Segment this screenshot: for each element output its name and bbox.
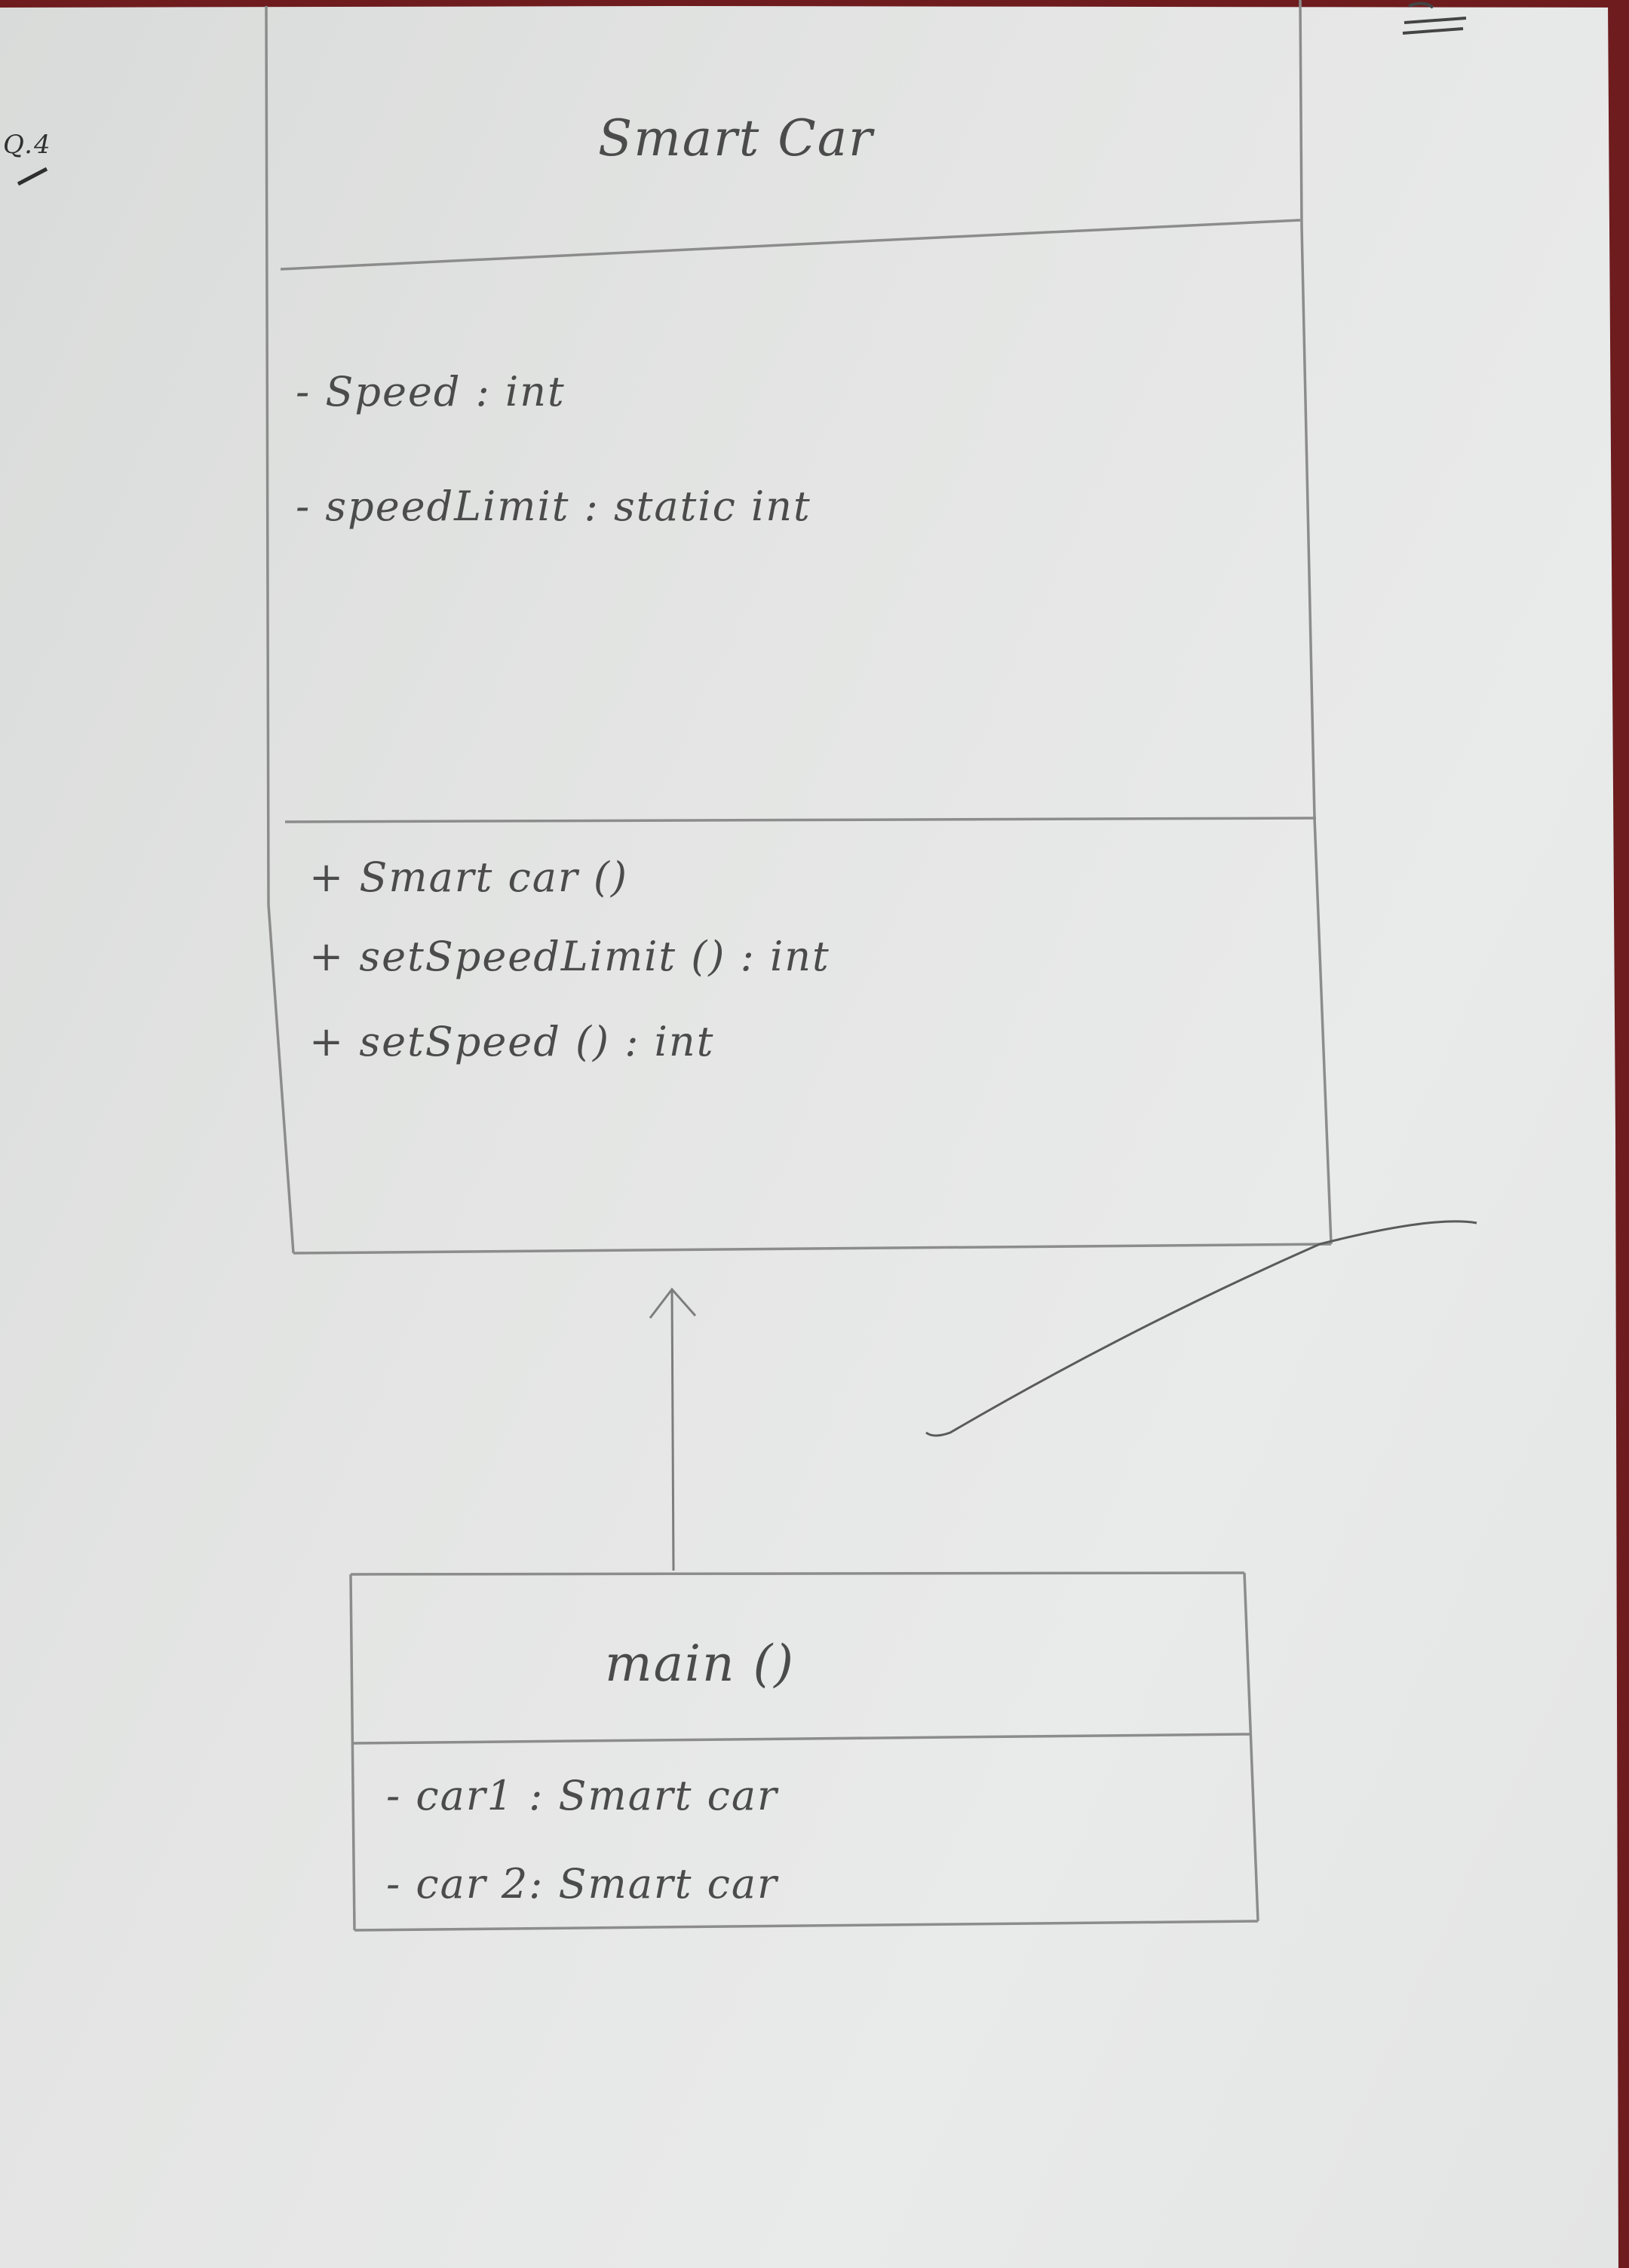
smart-car-method-set-speed-limit: + setSpeedLimit () : int [309,933,830,980]
main-attribute-car2: - car 2: Smart car [386,1860,778,1908]
main-class-name: main () [605,1635,796,1693]
smart-car-attribute-speed: - Speed : int [296,368,566,415]
question-label: Q.4 [3,130,52,160]
smart-car-method-constructor: + Smart car () [309,854,629,901]
main-attribute-car1: - car1 : Smart car [386,1772,778,1819]
smart-car-class-name: Smart Car [598,109,874,167]
smart-car-attribute-speed-limit: - speedLimit : static int [296,483,811,530]
smart-car-method-set-speed: + setSpeed () : int [309,1018,715,1065]
